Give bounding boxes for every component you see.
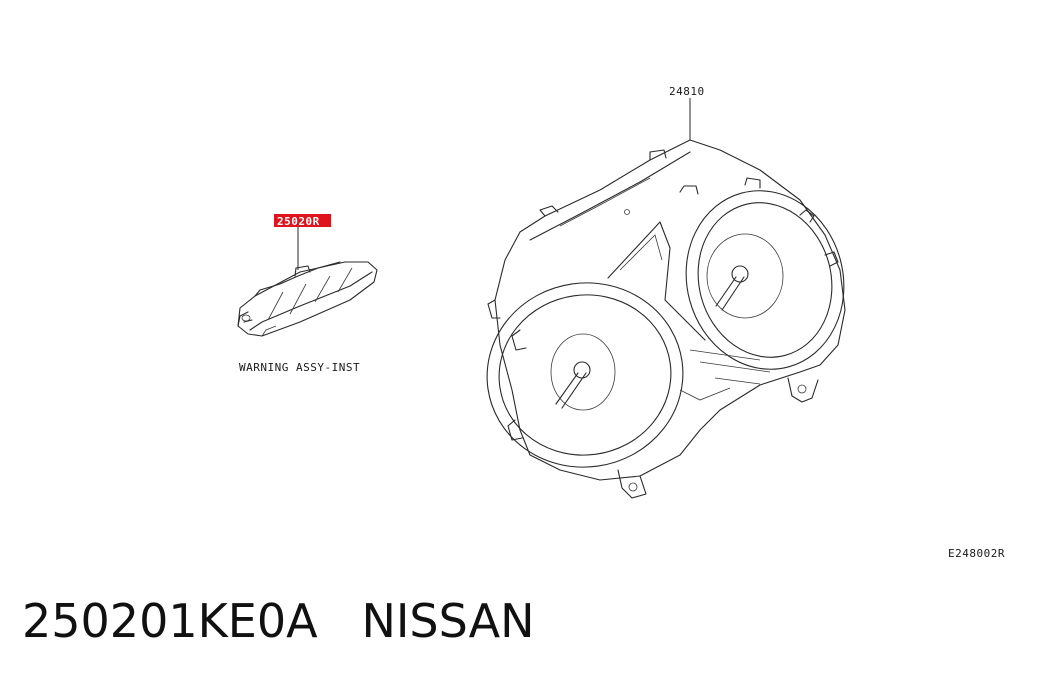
footer-part-number: 250201KE0A xyxy=(22,594,318,648)
footer-brand: NISSAN xyxy=(361,594,535,648)
cluster-part-callout[interactable]: 24810 xyxy=(669,85,705,98)
warning-part-callout[interactable]: 25020R xyxy=(274,214,331,228)
instrument-cluster-illustration xyxy=(486,139,846,499)
warning-part-description: WARNING ASSY-INST xyxy=(239,361,360,374)
part-title: 250201KE0A NISSAN xyxy=(22,598,535,644)
warning-assy-illustration xyxy=(237,261,378,337)
figure-reference: E248002R xyxy=(948,547,1005,560)
warning-part-number: 25020R xyxy=(277,215,320,228)
